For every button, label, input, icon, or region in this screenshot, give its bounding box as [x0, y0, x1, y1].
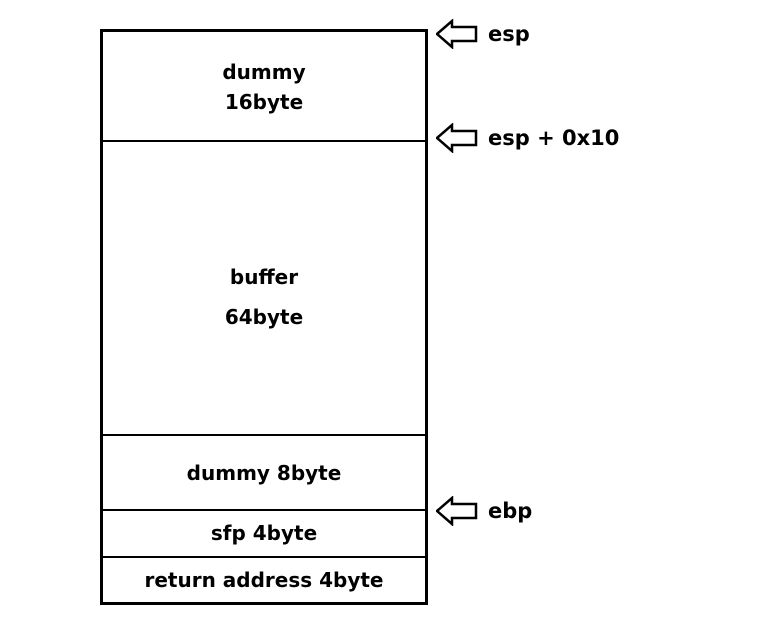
pointer-esp-offset: esp + 0x10: [436, 123, 619, 153]
left-arrow-icon: [436, 496, 478, 526]
segment-dummy-16-name: dummy: [222, 60, 306, 84]
pointer-ebp-label: ebp: [488, 499, 533, 523]
segment-sfp: sfp 4byte: [103, 510, 425, 556]
segment-sfp-label: sfp 4byte: [210, 521, 318, 545]
segment-buffer-name: buffer: [229, 265, 299, 289]
segment-dummy-16-size: 16byte: [224, 90, 304, 114]
pointer-esp-label: esp: [488, 22, 530, 46]
segment-return-address-label: return address 4byte: [144, 568, 384, 592]
divider-esp-offset: [103, 140, 425, 142]
divider-buffer-end: [103, 434, 425, 436]
left-arrow-icon: [436, 19, 478, 49]
segment-dummy-16: dummy 16byte: [103, 57, 425, 137]
segment-return-address: return address 4byte: [103, 557, 425, 603]
stack-frame-diagram: dummy 16byte buffer 64byte dummy 8byte s…: [100, 29, 428, 605]
pointer-esp: esp: [436, 19, 530, 49]
segment-dummy-8-label: dummy 8byte: [186, 461, 342, 485]
divider-sfp-end: [103, 556, 425, 558]
segment-dummy-8: dummy 8byte: [103, 436, 425, 510]
segment-buffer: buffer 64byte: [103, 262, 425, 342]
pointer-ebp: ebp: [436, 496, 532, 526]
segment-buffer-size: 64byte: [224, 305, 304, 329]
left-arrow-icon: [436, 123, 478, 153]
pointer-esp-offset-label: esp + 0x10: [488, 126, 620, 150]
divider-ebp: [103, 509, 425, 511]
